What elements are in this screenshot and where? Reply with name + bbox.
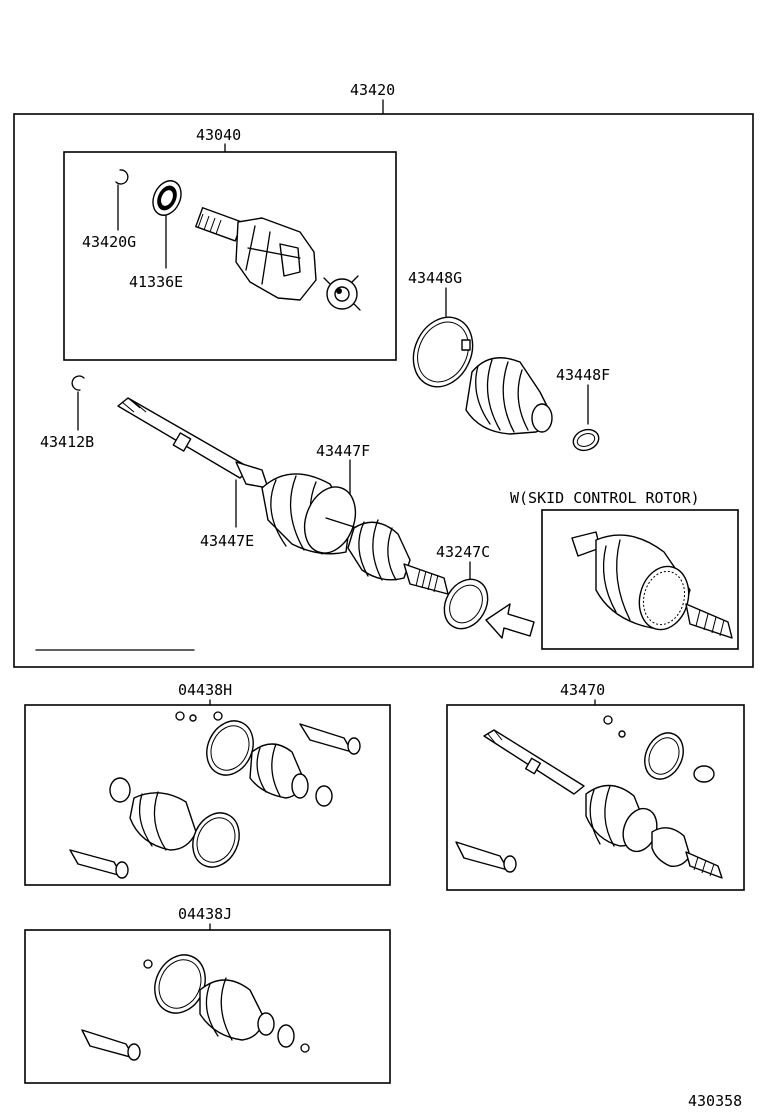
snap-ring-43420g: [115, 169, 129, 185]
label-43448f: 43448F: [556, 366, 610, 384]
label-43412b: 43412B: [40, 433, 94, 451]
dust-deflector-43247c: [443, 578, 489, 630]
boot-kit-04438h-parts: [69, 711, 361, 879]
boot-kit-04438j-parts: [81, 954, 310, 1061]
frame-skid-control: [541, 509, 739, 650]
label-43470: 43470: [560, 681, 605, 699]
skid-control-rotor-joint: [571, 531, 733, 639]
label-43420: 43420: [350, 81, 395, 99]
clamp-43448g: [412, 316, 474, 388]
frame-43420: [13, 113, 754, 668]
label-04438j: 04438J: [178, 905, 232, 923]
label-41336e: 41336E: [129, 273, 183, 291]
tripod-spider: [323, 275, 361, 311]
frame-04438h: [24, 704, 391, 886]
clamp-43448f: [572, 428, 600, 452]
label-43420g: 43420G: [82, 233, 136, 251]
drive-shaft: 43447E: [117, 397, 269, 550]
label-43247c: 43247C: [436, 543, 490, 561]
inboard-joint-housing: [195, 207, 317, 301]
arrow-indicator: [485, 603, 535, 639]
frame-43470: [446, 704, 745, 891]
inner-boot: [261, 473, 357, 555]
label-43447f: 43447F: [316, 442, 370, 460]
label-04438h: 04438H: [178, 681, 232, 699]
label-43447e: 43447E: [200, 532, 254, 550]
diagram-number: 430358: [688, 1092, 742, 1110]
snap-ring-43412b: [71, 375, 85, 391]
label-43448g: 43448G: [408, 269, 462, 287]
frame-04438j: [24, 929, 391, 1084]
outer-boot-shaft: [347, 519, 449, 595]
shaft-43470-parts: [455, 715, 723, 879]
boot-43448: [465, 357, 553, 435]
label-skid-control: W(SKID CONTROL ROTOR): [510, 489, 700, 507]
label-43040: 43040: [196, 126, 241, 144]
frame-43040: [63, 151, 397, 361]
